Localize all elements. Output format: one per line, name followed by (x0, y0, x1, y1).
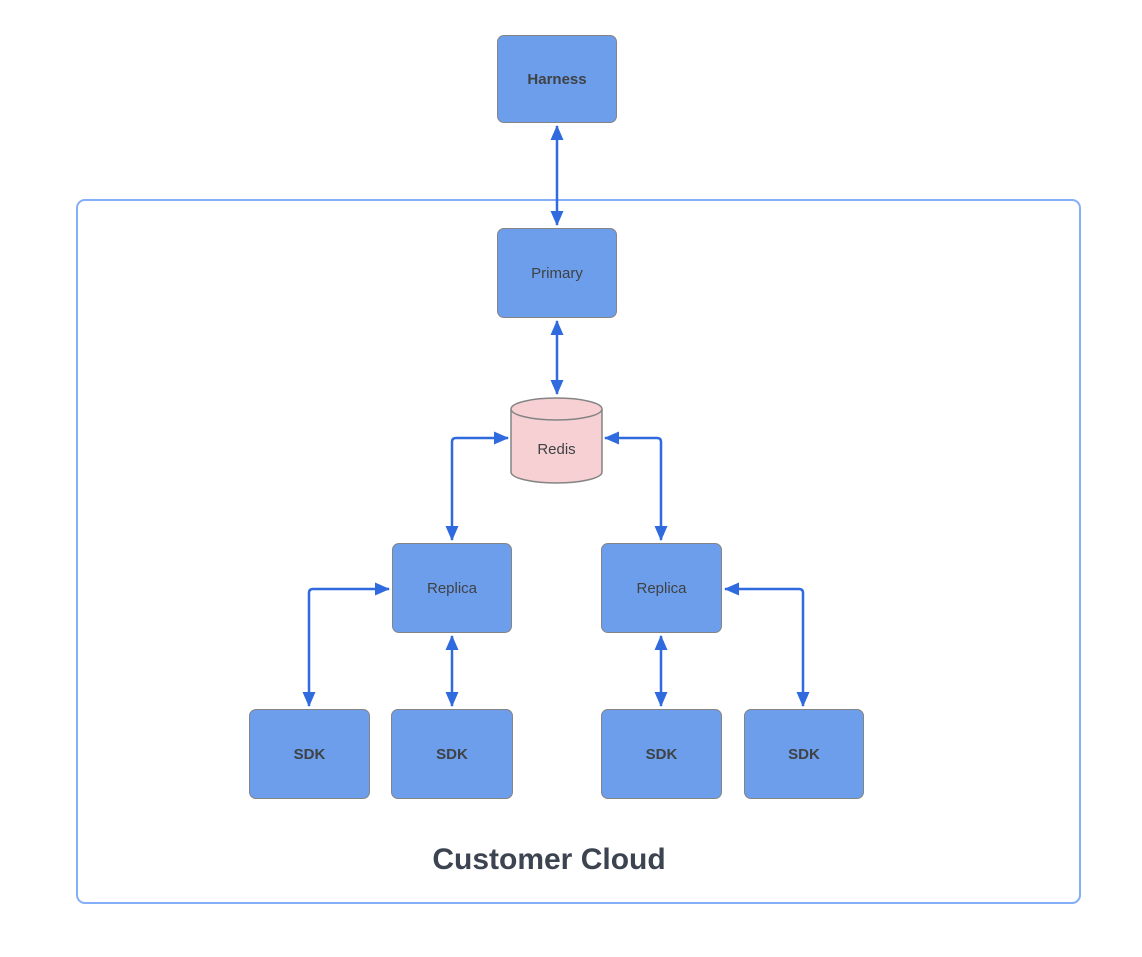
node-sdk-4-label: SDK (788, 745, 820, 763)
node-replica-left-label: Replica (426, 579, 478, 597)
node-replica-right: Replica (601, 543, 722, 633)
node-primary: Primary (497, 228, 617, 318)
node-harness-label: Harness (527, 70, 587, 88)
node-sdk-1: SDK (249, 709, 370, 799)
node-sdk-3: SDK (601, 709, 722, 799)
node-primary-label: Primary (531, 264, 583, 282)
node-replica-right-label: Replica (636, 579, 687, 597)
node-redis-label: Redis (537, 440, 576, 458)
node-replica-left: Replica (392, 543, 512, 633)
node-harness: Harness (497, 35, 617, 123)
customer-cloud-title: Customer Cloud (432, 843, 666, 876)
node-redis: Redis (509, 396, 604, 486)
customer-cloud-container (76, 199, 1081, 904)
node-sdk-1-label: SDK (293, 745, 326, 763)
cylinder-shape (510, 397, 603, 484)
node-sdk-2-label: SDK (436, 745, 468, 763)
node-sdk-3-label: SDK (645, 745, 678, 763)
node-sdk-2: SDK (391, 709, 513, 799)
node-sdk-4: SDK (744, 709, 864, 799)
